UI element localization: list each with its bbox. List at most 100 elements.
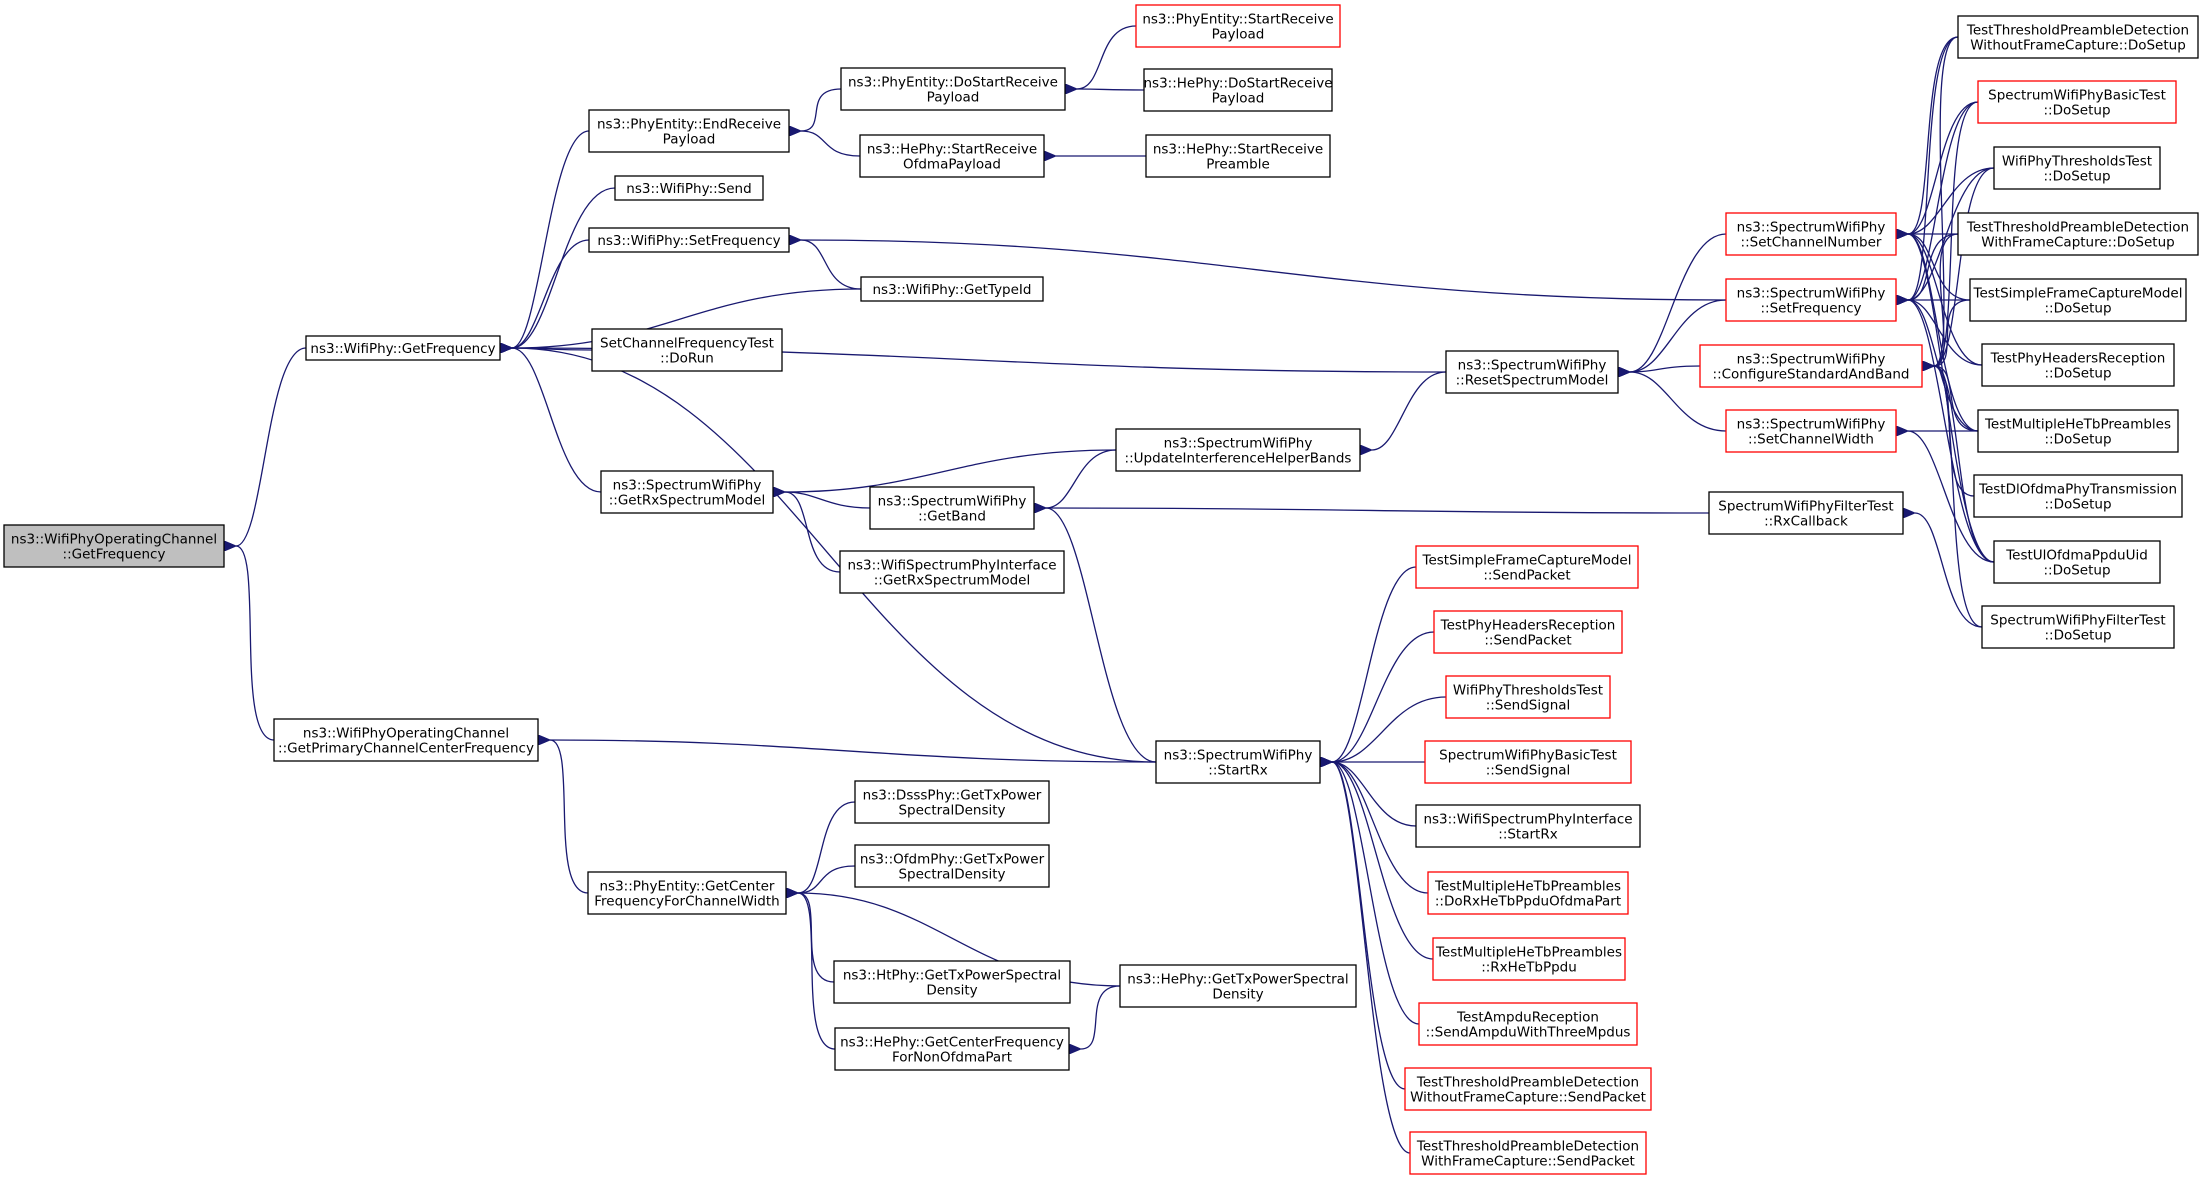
node-hecfnon[interactable]: ns3::HePhy::GetCenterFrequencyForNonOfdm…	[834, 1027, 1070, 1071]
edge-uihb-to-getband	[1046, 449, 1117, 508]
node-label-line: SpectrumWifiPhyFilterTest	[1718, 499, 1893, 515]
node-setchw[interactable]: ns3::SpectrumWifiPhy::SetChannelWidth	[1725, 409, 1897, 453]
node-root[interactable]: ns3::WifiPhyOperatingChannel::GetFrequen…	[3, 524, 225, 568]
node-label-line: ::UpdateInterferenceHelperBands	[1125, 451, 1352, 467]
edge-filterds-to-configstd	[1934, 366, 1983, 628]
node-phrds[interactable]: TestPhyHeadersReception::DoSetup	[1981, 343, 2175, 387]
node-gettypeid[interactable]: ns3::WifiPhy::GetTypeId	[860, 276, 1044, 302]
node-label-line: TestMultipleHeTbPreambles	[1984, 417, 2171, 433]
edge-swpbds-to-swpsetf	[1908, 101, 1979, 300]
node-box	[854, 780, 1050, 824]
node-pecf[interactable]: ns3::PhyEntity::GetCenterFrequencyForCha…	[587, 871, 787, 915]
node-label-line: SpectrumWifiPhyFilterTest	[1990, 613, 2165, 629]
node-swpbds[interactable]: SpectrumWifiPhyBasicTest::DoSetup	[1977, 80, 2177, 124]
node-swpsetf[interactable]: ns3::SpectrumWifiPhy::SetFrequency	[1725, 278, 1897, 322]
edge-swpbds-to-setchnum	[1908, 101, 1979, 234]
node-resetsm[interactable]: ns3::SpectrumWifiPhy::ResetSpectrumModel	[1445, 350, 1619, 394]
edge-mhtdorx-to-startrx	[1332, 762, 1429, 894]
node-wsend[interactable]: ns3::WifiPhy::Send	[614, 175, 764, 201]
node-label-line: TestThresholdPreambleDetection	[1966, 23, 2189, 39]
node-label-line: ns3::SpectrumWifiPhy	[1737, 352, 1886, 368]
node-box	[1415, 804, 1641, 848]
node-getband[interactable]: ns3::SpectrumWifiPhy::GetBand	[869, 486, 1035, 530]
node-mhtrx[interactable]: TestMultipleHeTbPreambles::RxHeTbPpdu	[1432, 937, 1626, 981]
node-label-line: TestUlOfdmaPpduUid	[2005, 548, 2148, 564]
node-ampdu[interactable]: TestAmpduReception::SendAmpduWithThreeMp…	[1418, 1002, 1638, 1046]
node-filterds[interactable]: SpectrumWifiPhyFilterTest::DoSetup	[1981, 605, 2175, 649]
node-ulofdma[interactable]: TestUlOfdmaPpduUid::DoSetup	[1993, 540, 2161, 584]
node-wptds[interactable]: WifiPhyThresholdsTest::DoSetup	[1993, 146, 2161, 190]
edge-wspistart-to-startrx	[1332, 762, 1417, 827]
node-filtercb[interactable]: SpectrumWifiPhyFilterTest::RxCallback	[1708, 491, 1904, 535]
node-mhtds[interactable]: TestMultipleHeTbPreambles::DoSetup	[1977, 409, 2179, 453]
node-tpdwosend[interactable]: TestThresholdPreambleDetectionWithoutFra…	[1404, 1067, 1652, 1111]
node-label-line: SpectralDensity	[898, 803, 1005, 819]
edge-peend-to-getfreq	[512, 130, 590, 348]
node-wptsend[interactable]: WifiPhyThresholdsTest::SendSignal	[1445, 675, 1611, 719]
node-label-line: ::SetChannelWidth	[1748, 432, 1874, 448]
node-getfreq[interactable]: ns3::WifiPhy::GetFrequency	[305, 335, 501, 361]
node-label-line: WifiPhyThresholdsTest	[1453, 683, 1603, 699]
node-tpdwods[interactable]: TestThresholdPreambleDetectionWithoutFra…	[1957, 15, 2199, 59]
node-primcf[interactable]: ns3::WifiPhyOperatingChannel::GetPrimary…	[273, 718, 539, 762]
node-sfcmsend[interactable]: TestSimpleFrameCaptureModel::SendPacket	[1415, 545, 1639, 589]
node-startrx[interactable]: ns3::SpectrumWifiPhy::StartRx	[1155, 740, 1321, 784]
node-label-line: ns3::WifiPhy::Send	[626, 181, 751, 197]
node-box	[839, 550, 1065, 594]
edge-ulofdma-to-configstd	[1934, 366, 1995, 563]
node-phrsend[interactable]: TestPhyHeadersReception::SendPacket	[1433, 610, 1623, 654]
node-wsetf[interactable]: ns3::WifiPhy::SetFrequency	[588, 227, 790, 253]
node-scftest[interactable]: SetChannelFrequencyTest::DoRun	[591, 328, 783, 372]
node-box	[588, 109, 790, 153]
node-label-line: ns3::HePhy::GetTxPowerSpectral	[1127, 972, 1348, 988]
node-label-line: ::SendSignal	[1486, 763, 1571, 779]
node-label-line: ::ResetSpectrumModel	[1456, 373, 1609, 389]
node-box	[1445, 350, 1619, 394]
node-label-line: FrequencyForChannelWidth	[594, 894, 779, 910]
node-wspistart[interactable]: ns3::WifiSpectrumPhyInterface::StartRx	[1415, 804, 1641, 848]
node-wspigetrx[interactable]: ns3::WifiSpectrumPhyInterface::GetRxSpec…	[839, 550, 1065, 594]
edge-swpbds-to-configstd	[1934, 101, 1979, 366]
node-box	[1424, 740, 1632, 784]
node-label-line: ns3::WifiPhy::SetFrequency	[597, 233, 780, 249]
node-label-line: TestMultipleHeTbPreambles	[1435, 945, 1622, 961]
node-box	[833, 960, 1071, 1004]
node-setchnum[interactable]: ns3::SpectrumWifiPhy::SetChannelNumber	[1725, 212, 1897, 256]
node-uihb[interactable]: ns3::SpectrumWifiPhy::UpdateInterference…	[1115, 428, 1361, 472]
node-box	[1977, 409, 2179, 453]
edge-tpdwds-to-configstd	[1934, 233, 1959, 366]
edges-layer	[236, 25, 1995, 1154]
node-swpbsend[interactable]: SpectrumWifiPhyBasicTest::SendSignal	[1424, 740, 1632, 784]
node-tpdwsend[interactable]: TestThresholdPreambleDetectionWithFrameC…	[1409, 1131, 1647, 1175]
node-dlofdma[interactable]: TestDlOfdmaPhyTransmission::DoSetup	[1973, 474, 2183, 518]
node-configstd[interactable]: ns3::SpectrumWifiPhy::ConfigureStandardA…	[1699, 344, 1923, 388]
node-label-line: ns3::SpectrumWifiPhy	[1164, 436, 1313, 452]
node-mhtdorx[interactable]: TestMultipleHeTbPreambles::DoRxHeTbPpduO…	[1427, 871, 1629, 915]
node-label-line: WithoutFrameCapture::DoSetup	[1970, 38, 2186, 54]
node-label-line: SetChannelFrequencyTest	[600, 336, 774, 352]
node-box	[1981, 343, 2175, 387]
node-label-line: ns3::OfdmPhy::GetTxPower	[860, 852, 1045, 868]
node-box	[1981, 605, 2175, 649]
node-tpdwds[interactable]: TestThresholdPreambleDetectionWithFrameC…	[1957, 212, 2199, 256]
node-label-line: ::DoSetup	[2044, 366, 2111, 382]
edge-mhtrx-to-startrx	[1332, 762, 1434, 960]
node-label-line: ::SetFrequency	[1760, 301, 1861, 317]
node-label-line: ::DoSetup	[2043, 169, 2110, 185]
node-label-line: ns3::WifiPhyOperatingChannel	[303, 726, 509, 742]
node-box	[273, 718, 539, 762]
node-label-line: ns3::PhyEntity::GetCenter	[600, 879, 775, 895]
node-sfcmds[interactable]: TestSimpleFrameCaptureModel::DoSetup	[1969, 278, 2187, 322]
node-label-line: ns3::PhyEntity::DoStartReceive	[848, 75, 1058, 91]
node-getrxsm[interactable]: ns3::SpectrumWifiPhy::GetRxSpectrumModel	[600, 470, 774, 514]
